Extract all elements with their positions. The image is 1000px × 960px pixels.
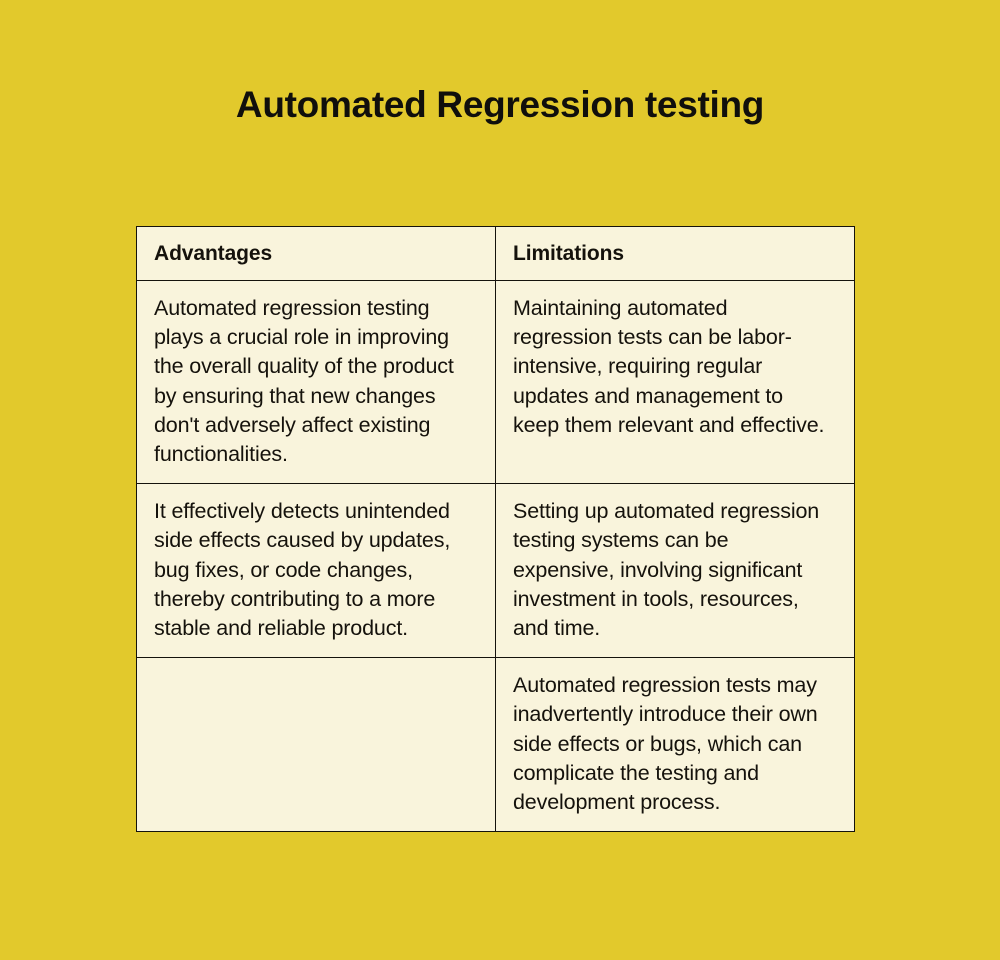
table-row: It effectively detects unintended side e… <box>136 483 855 659</box>
column-header-limitations: Limitations <box>495 226 855 281</box>
advantages-limitations-table: Advantages Limitations Automated regress… <box>136 226 855 833</box>
cell-advantages-3-empty <box>136 657 496 833</box>
column-header-advantages: Advantages <box>136 226 496 281</box>
comparison-table-container: Advantages Limitations Automated regress… <box>136 226 855 833</box>
table-row: Automated regression testing plays a cru… <box>136 279 855 485</box>
page-title: Automated Regression testing <box>235 84 765 125</box>
cell-advantages-1: Automated regression testing plays a cru… <box>136 279 496 485</box>
table-row: Automated regression tests may inadverte… <box>136 657 855 833</box>
cell-limitations-1: Maintaining automated regression tests c… <box>495 279 855 485</box>
table-body: Automated regression testing plays a cru… <box>136 279 855 833</box>
cell-advantages-2: It effectively detects unintended side e… <box>136 483 496 659</box>
cell-limitations-2: Setting up automated regression testing … <box>495 483 855 659</box>
cell-limitations-3: Automated regression tests may inadverte… <box>495 657 855 833</box>
table-header-row: Advantages Limitations <box>136 226 855 281</box>
table-header: Advantages Limitations <box>136 226 855 281</box>
